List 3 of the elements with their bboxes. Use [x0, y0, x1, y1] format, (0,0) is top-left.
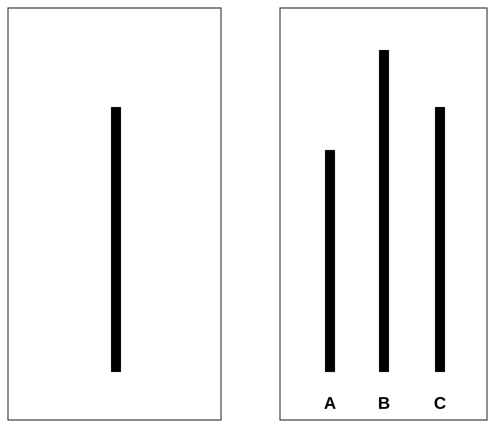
line-label: A: [324, 397, 336, 409]
line-label: B: [379, 397, 390, 409]
line-label: C: [434, 397, 446, 409]
